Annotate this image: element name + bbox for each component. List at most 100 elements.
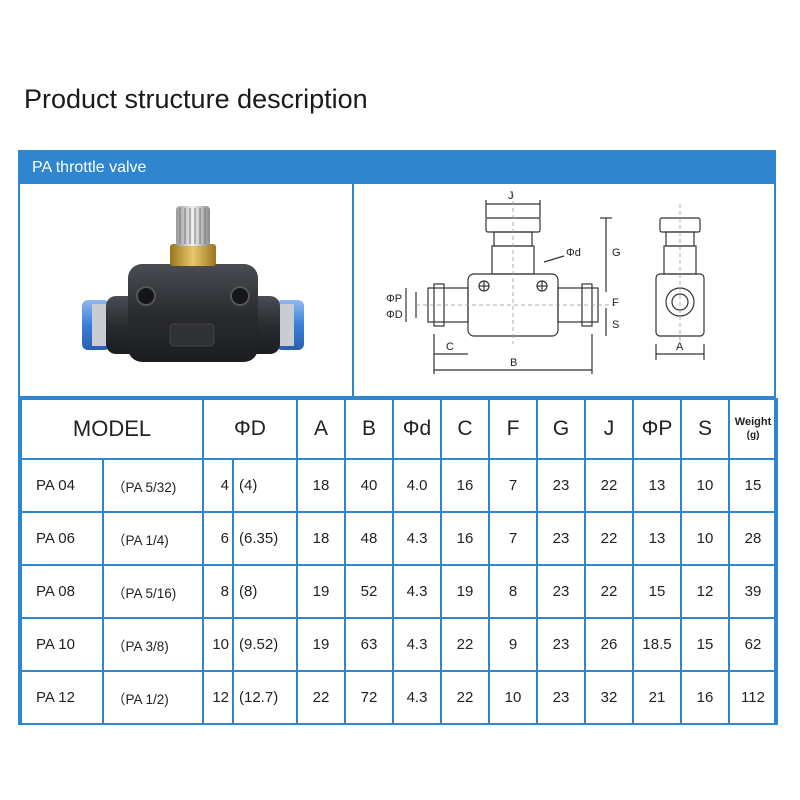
cell-inch: （PA 1/4) (102, 511, 204, 566)
header-s: S (680, 398, 731, 460)
page-title: Product structure description (24, 84, 368, 114)
cell-d-inch: (12.7) (231, 670, 299, 725)
cell-inch: （PA 5/32) (102, 458, 204, 513)
header-a: A (296, 398, 347, 460)
cell-d-inch: (4) (231, 458, 299, 513)
header-model: MODEL (20, 398, 204, 460)
header-j: J (584, 398, 635, 460)
cell-F: 7 (488, 458, 539, 513)
cell-A: 19 (296, 617, 347, 672)
cell-d-mm: 8 (202, 564, 234, 619)
cell-model: PA 12 (20, 670, 104, 725)
dim-label-a: A (676, 341, 684, 353)
dim-label-j: J (508, 190, 514, 202)
cell-J: 22 (584, 511, 635, 566)
cell-d-inch: (6.35) (231, 511, 299, 566)
header-weight-label: Weight (734, 416, 772, 428)
cell-phi-P: 15 (632, 564, 683, 619)
cell-B: 63 (344, 617, 395, 672)
table-header-row: MODEL ΦD A B Φd C F G J ΦP S Weight (g) (20, 398, 779, 460)
dim-label-c: C (446, 341, 454, 353)
cell-model: PA 08 (20, 564, 104, 619)
cell-S: 10 (680, 511, 731, 566)
cell-C: 22 (440, 617, 491, 672)
cell-phi-d: 4.3 (392, 564, 443, 619)
cell-B: 40 (344, 458, 395, 513)
dim-label-f: F (612, 297, 619, 309)
cell-phi-d: 4.3 (392, 511, 443, 566)
dim-label-phi-d: ΦD (386, 309, 403, 321)
panel-header: PA throttle valve (20, 152, 774, 184)
header-g: G (536, 398, 587, 460)
cell-model: PA 06 (20, 511, 104, 566)
cell-G: 23 (536, 458, 587, 513)
cell-model: PA 10 (20, 617, 104, 672)
throttle-valve-photo-icon (82, 206, 304, 362)
cell-phi-d: 4.3 (392, 670, 443, 725)
cell-B: 48 (344, 511, 395, 566)
cell-inch: （PA 3/8) (102, 617, 204, 672)
cell-G: 23 (536, 511, 587, 566)
product-photo (20, 184, 354, 396)
cell-J: 26 (584, 617, 635, 672)
header-phi-p: ΦP (632, 398, 683, 460)
cell-phi-P: 13 (632, 511, 683, 566)
cell-phi-P: 13 (632, 458, 683, 513)
cell-F: 8 (488, 564, 539, 619)
cell-S: 15 (680, 617, 731, 672)
header-c: C (440, 398, 491, 460)
cell-F: 9 (488, 617, 539, 672)
media-row: J Φd G F S ΦP ΦD C B A (20, 184, 774, 398)
cell-d-inch: (9.52) (231, 617, 299, 672)
dim-label-phi-p: ΦP (386, 293, 402, 305)
cell-weight: 39 (728, 564, 779, 619)
cell-A: 22 (296, 670, 347, 725)
cell-d-mm: 10 (202, 617, 234, 672)
cell-B: 72 (344, 670, 395, 725)
cell-C: 22 (440, 670, 491, 725)
cell-phi-P: 18.5 (632, 617, 683, 672)
dim-label-phi-d-small: Φd (566, 247, 581, 259)
cell-S: 12 (680, 564, 731, 619)
dim-label-g: G (612, 247, 621, 259)
cell-weight: 112 (728, 670, 779, 725)
header-f: F (488, 398, 539, 460)
cell-A: 18 (296, 458, 347, 513)
cell-J: 22 (584, 564, 635, 619)
cell-G: 23 (536, 670, 587, 725)
header-b: B (344, 398, 395, 460)
header-phi-d: ΦD (201, 398, 299, 460)
cell-F: 7 (488, 511, 539, 566)
cell-G: 23 (536, 564, 587, 619)
technical-dimension-drawing-icon: J Φd G F S ΦP ΦD C B A (386, 190, 705, 374)
cell-B: 52 (344, 564, 395, 619)
cell-A: 18 (296, 511, 347, 566)
cell-inch: （PA 5/16) (102, 564, 204, 619)
dim-label-b: B (510, 357, 517, 369)
cell-inch: （PA 1/2) (102, 670, 204, 725)
cell-phi-d: 4.0 (392, 458, 443, 513)
cell-d-inch: (8) (231, 564, 299, 619)
cell-weight: 15 (728, 458, 779, 513)
cell-C: 19 (440, 564, 491, 619)
cell-S: 16 (680, 670, 731, 725)
header-phi-d-small: Φd (392, 398, 443, 460)
dim-label-s: S (612, 319, 619, 331)
cell-weight: 62 (728, 617, 779, 672)
cell-F: 10 (488, 670, 539, 725)
cell-C: 16 (440, 458, 491, 513)
cell-C: 16 (440, 511, 491, 566)
cell-S: 10 (680, 458, 731, 513)
cell-d-mm: 6 (202, 511, 234, 566)
cell-J: 32 (584, 670, 635, 725)
product-panel: PA throttle valve (18, 150, 779, 725)
cell-d-mm: 12 (202, 670, 234, 725)
cell-phi-P: 21 (632, 670, 683, 725)
cell-G: 23 (536, 617, 587, 672)
cell-d-mm: 4 (202, 458, 234, 513)
